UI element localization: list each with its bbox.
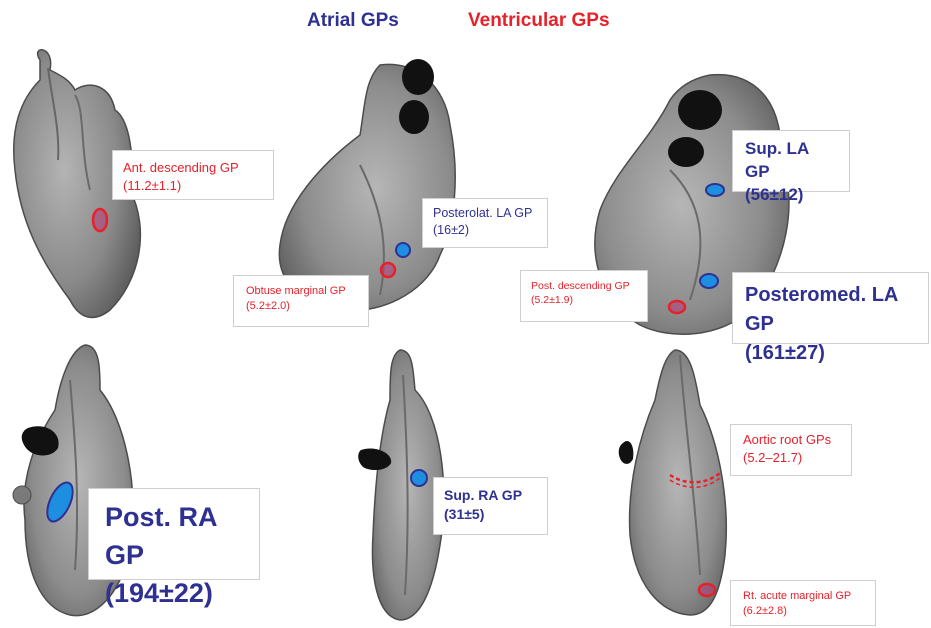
label-post-descending-gp: Post. descending GP (5.2±1.9) (520, 270, 648, 322)
label-post-ra-gp: Post. RA GP (194±22) (88, 488, 260, 580)
label-name: Posterolat. LA GP (433, 205, 537, 222)
label-rt-acute-marginal-gp: Rt. acute marginal GP (6.2±2.8) (730, 580, 876, 626)
ant-descending-marker (93, 209, 107, 231)
black-vessel-stump-mid (668, 137, 704, 167)
label-value: (56±12) (745, 184, 837, 207)
label-name: Post. RA GP (105, 499, 243, 575)
sup-ra-marker (411, 470, 427, 486)
label-obtuse-marginal-gp: Obtuse marginal GP (5.2±2.0) (233, 275, 369, 327)
label-value: (5.2–21.7) (743, 449, 839, 467)
label-name: Ant. descending GP (123, 159, 263, 177)
label-value: (11.2±1.1) (123, 177, 263, 195)
legend-ventricular: Ventricular GPs (468, 10, 610, 32)
black-vessel-stump (619, 441, 634, 464)
posterolat-la-marker (396, 243, 410, 257)
label-name: Posteromed. LA GP (745, 281, 916, 339)
rt-acute-marginal-marker (699, 584, 715, 596)
label-name: Rt. acute marginal GP (743, 589, 863, 604)
label-name: Sup. RA GP (444, 486, 537, 505)
black-vessel-stump-top (678, 90, 722, 130)
label-value: (194±22) (105, 575, 243, 613)
label-sup-la-gp: Sup. LA GP (56±12) (732, 130, 850, 192)
label-value: (5.2±2.0) (246, 299, 356, 314)
obtuse-marginal-marker (381, 263, 395, 277)
label-name: Post. descending GP (531, 279, 637, 293)
black-vessel-stump-top (402, 59, 434, 95)
label-value: (161±27) (745, 339, 916, 368)
label-value: (5.2±1.9) (531, 293, 637, 307)
label-ant-descending-gp: Ant. descending GP (11.2±1.1) (112, 150, 274, 200)
label-value: (6.2±2.8) (743, 604, 863, 619)
label-posterolat-la-gp: Posterolat. LA GP (16±2) (422, 198, 548, 248)
label-sup-ra-gp: Sup. RA GP (31±5) (433, 477, 548, 535)
label-aortic-root-gps: Aortic root GPs (5.2–21.7) (730, 424, 852, 476)
posteromed-la-marker (700, 274, 718, 288)
label-value: (31±5) (444, 505, 537, 524)
sup-la-marker (706, 184, 724, 196)
label-name: Sup. LA GP (745, 138, 837, 184)
heart-anterior-right-view (615, 345, 745, 620)
label-name: Aortic root GPs (743, 431, 839, 449)
label-posteromed-la-gp: Posteromed. LA GP (161±27) (732, 272, 929, 344)
legend-atrial: Atrial GPs (307, 10, 399, 32)
label-name: Obtuse marginal GP (246, 284, 356, 299)
label-value: (16±2) (433, 222, 537, 239)
black-vessel-stump-mid (399, 100, 429, 134)
post-descending-marker (669, 301, 685, 313)
